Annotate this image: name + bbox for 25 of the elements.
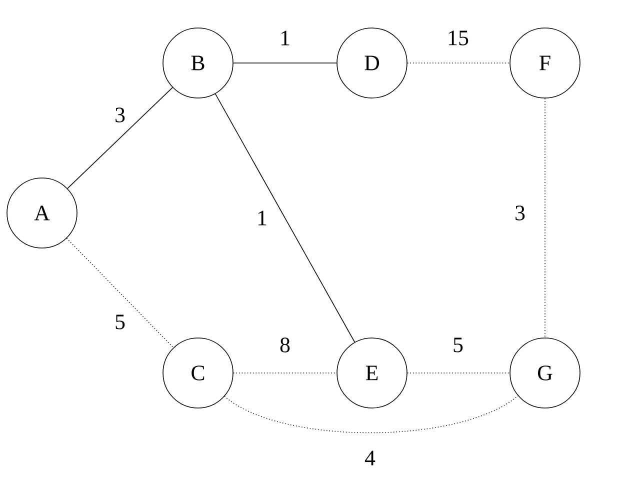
edge-line [67,87,173,189]
graph-vertex: B [162,28,234,98]
edge-weight: 8 [280,338,290,352]
graph-vertex: E [336,338,408,408]
edge-weight: 3 [116,108,125,122]
edge-weight: 4 [364,450,376,466]
edge-line [407,62,510,64]
edge-line [233,372,337,374]
edge-weight: 1 [281,30,290,46]
edge-line [544,98,546,338]
edge-line [66,238,174,348]
edge-weight: 5 [454,338,463,352]
graph-vertex: C [162,338,234,408]
graph-vertex: D [336,28,408,98]
graph-vertex: A [6,178,78,248]
edge-line [233,62,337,64]
graph-vertex: F [510,28,580,98]
edge-weight: 3 [516,206,525,220]
edge-line [407,372,510,374]
edge-line [214,93,356,343]
edge-weight: 1 [258,210,266,226]
edge-line [224,395,518,434]
edge-weight: 15 [448,30,468,46]
graph-vertex: G [510,338,580,408]
edge-weight: 5 [116,314,125,330]
